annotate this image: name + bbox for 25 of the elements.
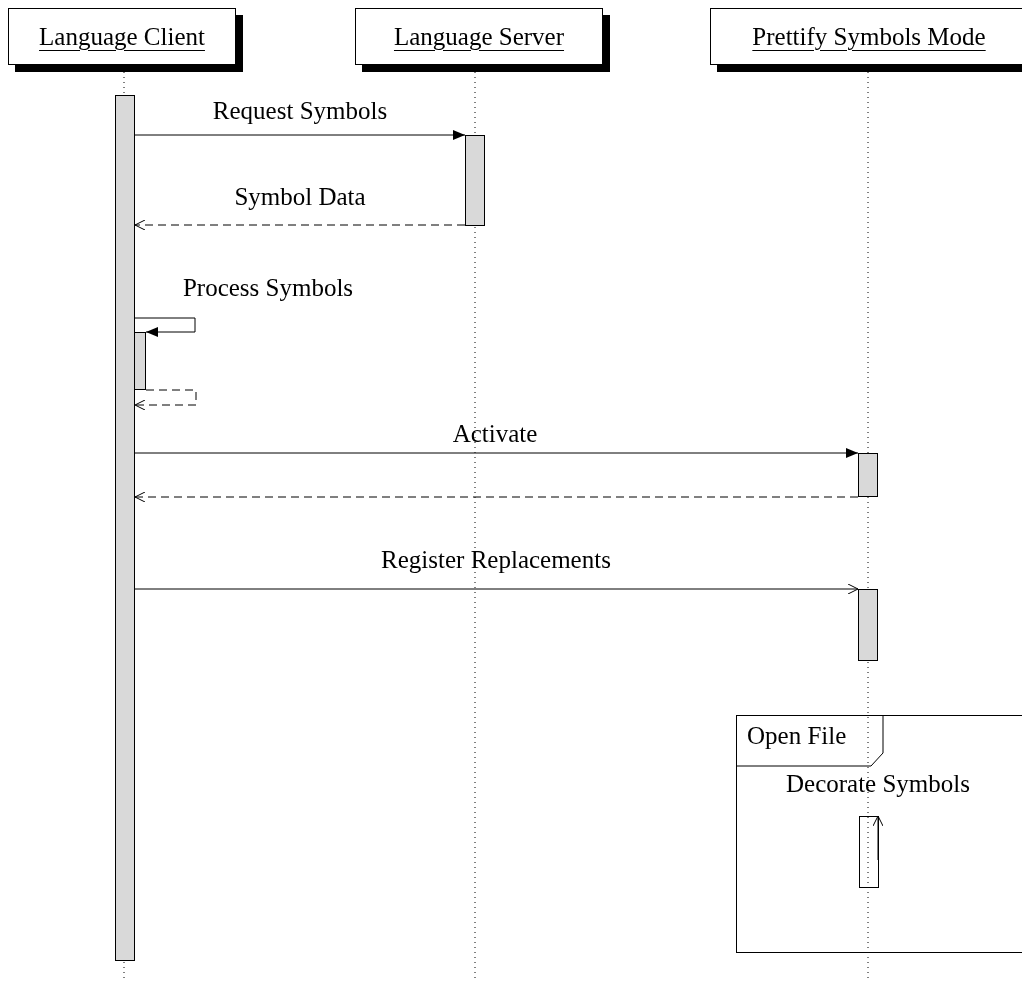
participant-name: Language Server (393, 22, 565, 51)
message-label: Request Symbols (212, 97, 388, 125)
message-arrow (134, 583, 859, 595)
activation-bar (134, 332, 146, 390)
message-arrow (134, 130, 466, 140)
message-arrow (872, 815, 884, 861)
interaction-frame (736, 715, 1022, 953)
activation-bar (115, 95, 135, 961)
message-arrow (134, 491, 859, 503)
activation-bar (858, 453, 878, 497)
activation-bar (465, 135, 485, 226)
message-arrow (134, 448, 859, 458)
activation-bar (859, 816, 879, 888)
message-label: Decorate Symbols (786, 770, 970, 798)
message-label: Activate (452, 420, 538, 448)
message-label: Symbol Data (234, 183, 366, 211)
message-label: Register Replacements (381, 546, 611, 574)
message-arrow (134, 317, 196, 337)
participant-name: Language Client (39, 22, 205, 51)
message-label: Process Symbols (182, 274, 354, 302)
message-arrow (134, 219, 466, 231)
participant-name: Prettify Symbols Mode (752, 22, 986, 51)
activation-bar (858, 589, 878, 661)
message-arrow (134, 389, 197, 411)
frame-label: Open File (747, 722, 847, 750)
